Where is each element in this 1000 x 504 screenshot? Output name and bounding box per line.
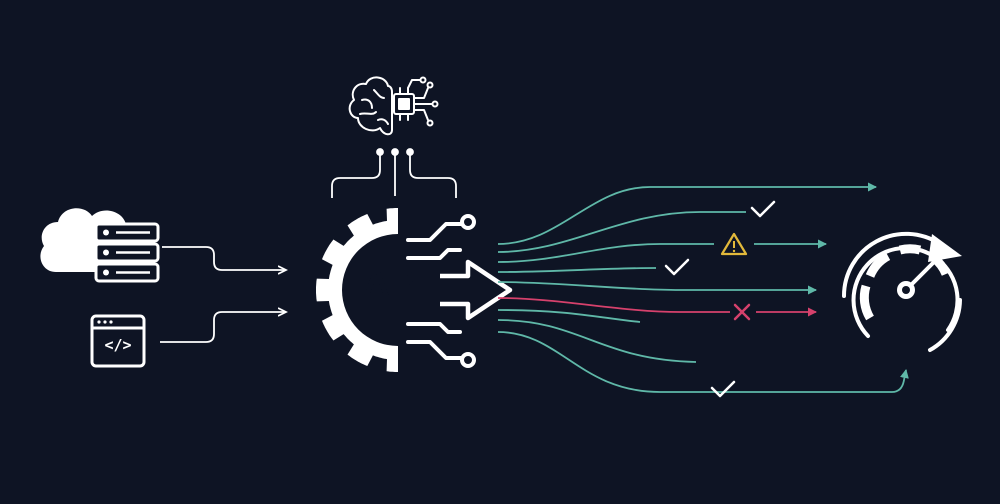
flow-line-4 — [497, 267, 657, 273]
checkmark-icon — [664, 258, 690, 276]
api-label: API — [363, 262, 427, 303]
input-connectors — [160, 246, 286, 343]
flow-line-5 — [497, 281, 817, 295]
flow-line-6 — [497, 309, 641, 323]
flow-line-2 — [497, 211, 746, 253]
flow-lines — [497, 182, 909, 393]
cloud-database-icon — [40, 208, 160, 283]
x-icon — [733, 303, 751, 321]
flow-line-7 — [497, 319, 697, 363]
code-window-icon — [90, 314, 146, 368]
flow-line-3a — [497, 243, 714, 263]
checkmark-icon — [710, 380, 736, 398]
gear-api-icon — [316, 208, 513, 372]
speedometer-icon — [841, 231, 962, 352]
input-connector-data — [162, 246, 286, 270]
input-connector-code — [160, 312, 286, 343]
ai-connectors — [331, 148, 457, 198]
flow-line-error-a — [497, 297, 730, 313]
flow-line-1 — [497, 182, 877, 245]
code-symbol: </> — [104, 336, 132, 354]
flow-line-8 — [497, 331, 909, 393]
brain-chip-icon — [348, 76, 439, 136]
warning-icon — [720, 232, 748, 256]
checkmark-icon — [750, 200, 776, 218]
